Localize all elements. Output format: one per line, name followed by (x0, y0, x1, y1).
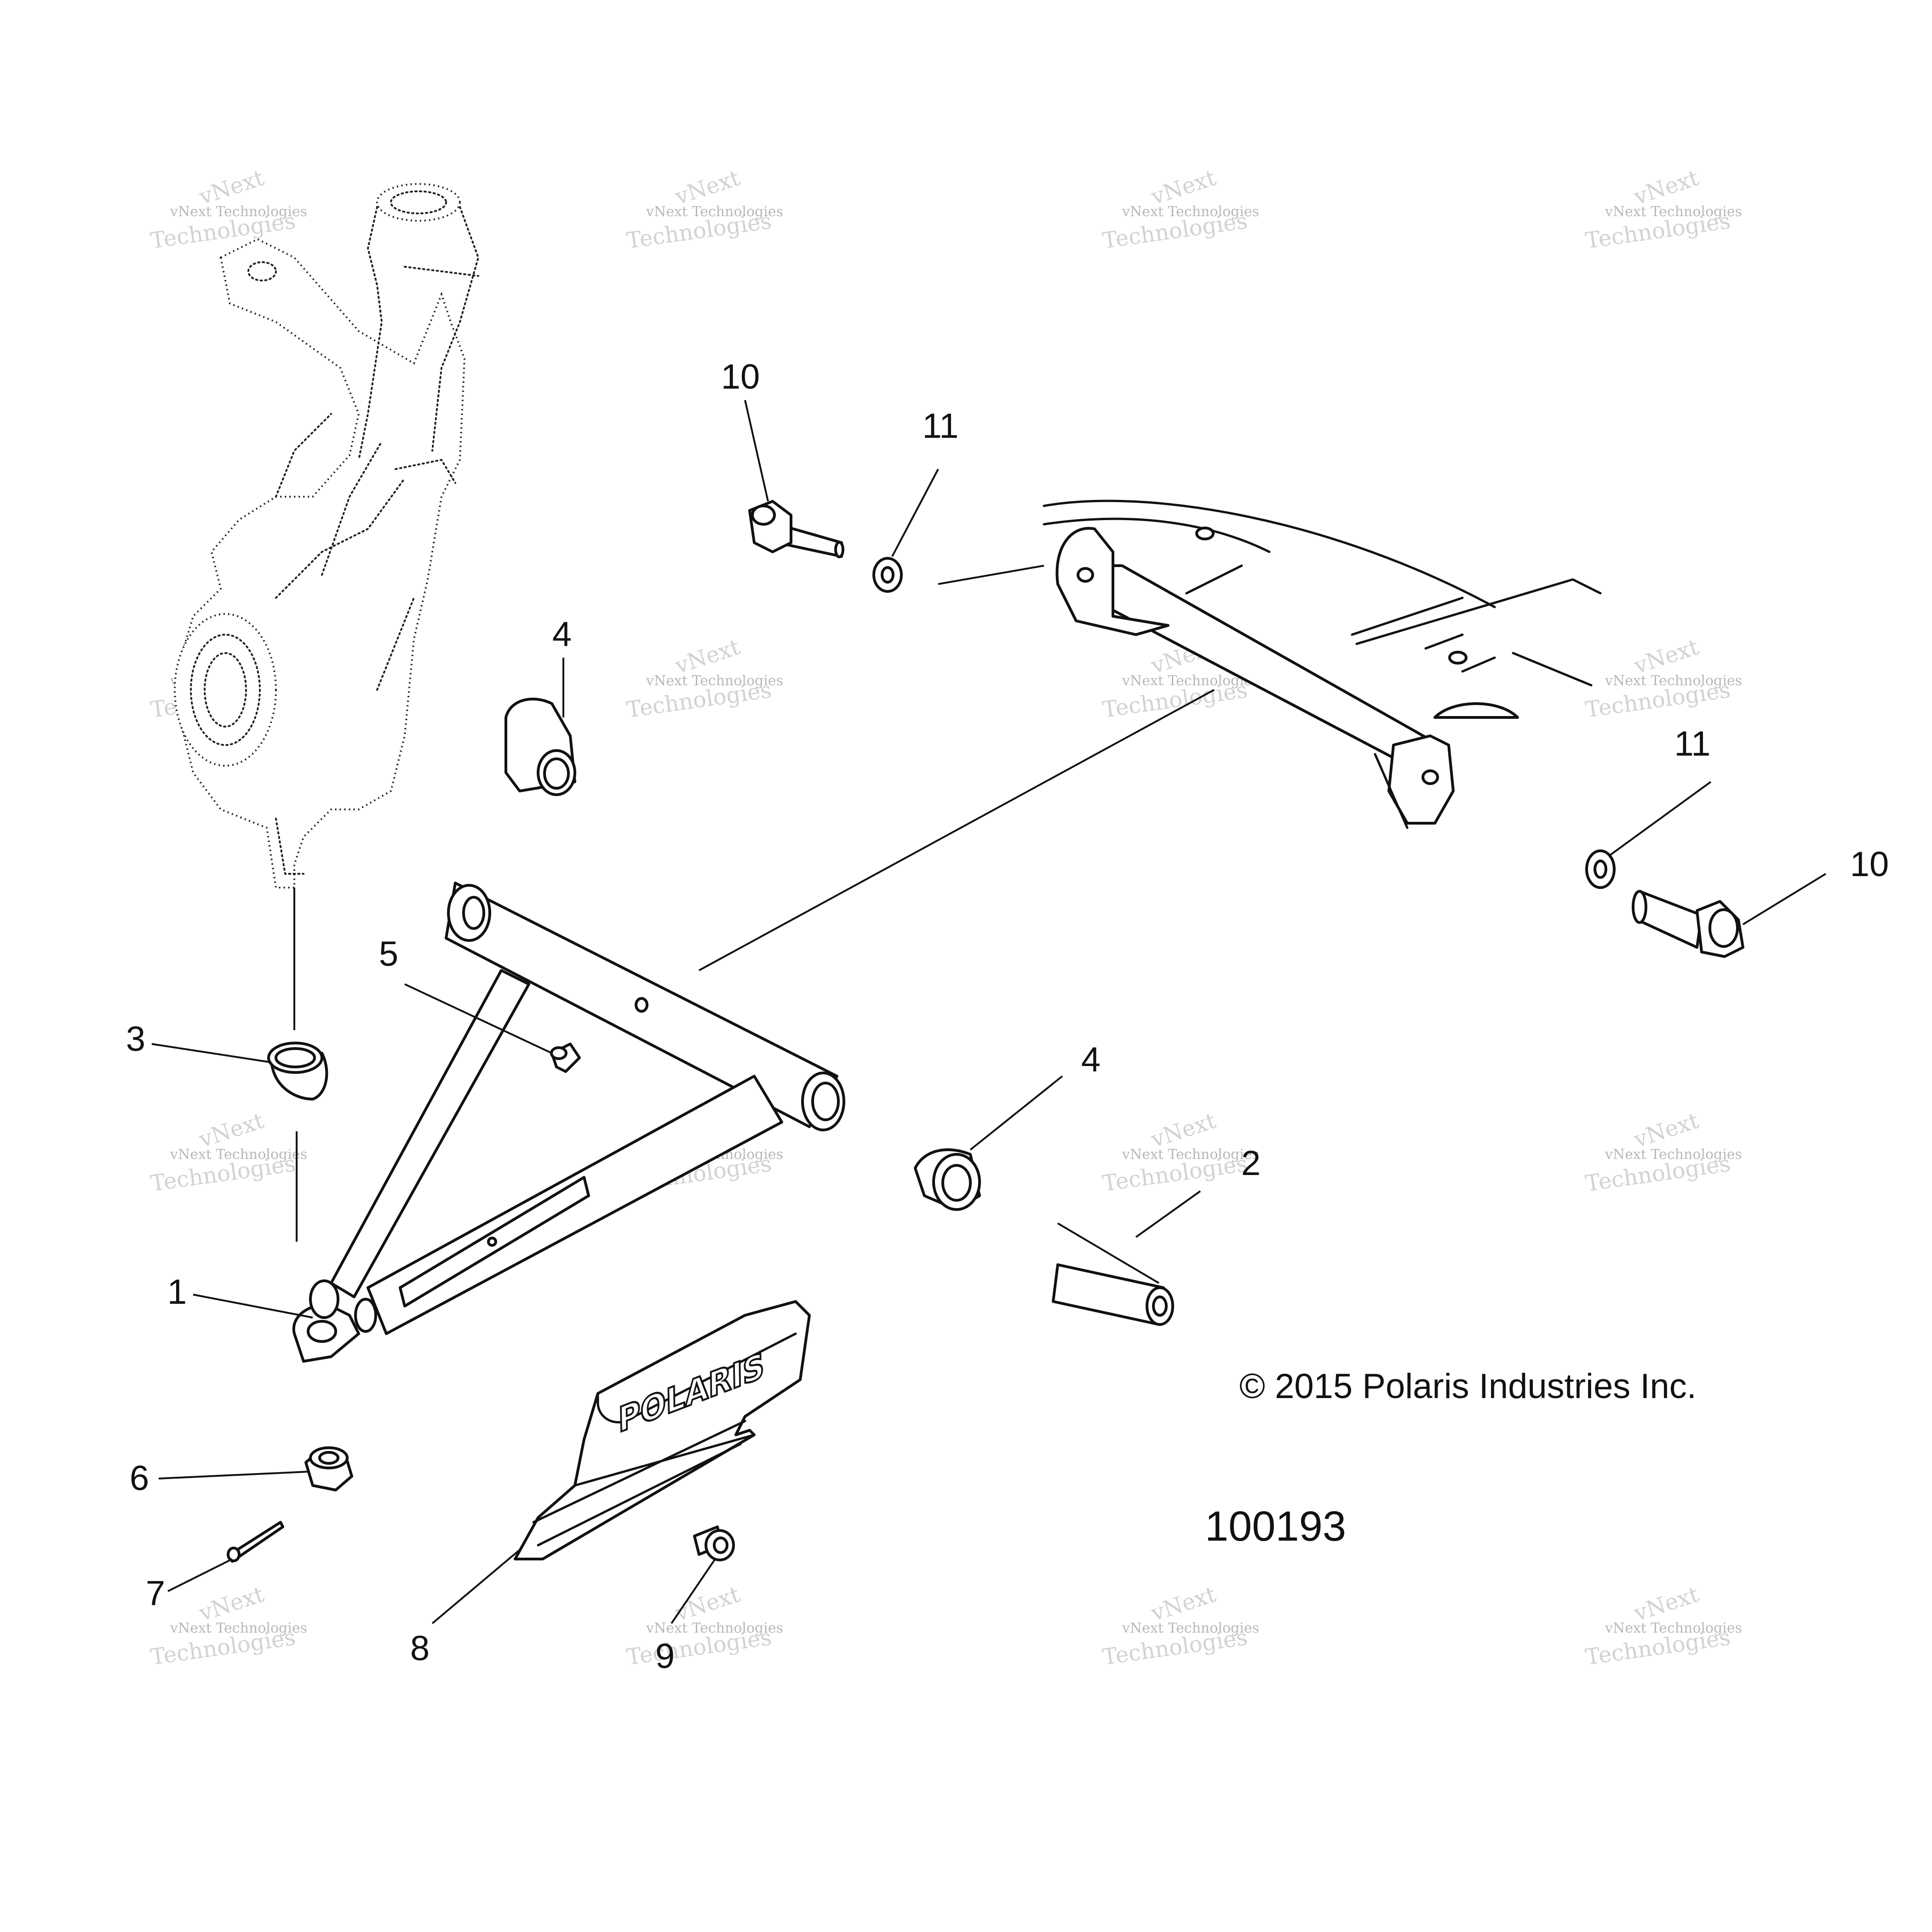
watermark-line: vNext Technologies (170, 1620, 307, 1636)
watermark-line: vNext Technologies (646, 673, 783, 689)
bolt-lower (1632, 890, 1744, 958)
bushing-upper (504, 698, 576, 796)
steering-knuckle (174, 183, 480, 889)
callout-9: 9 (655, 1637, 675, 1676)
pivot-shaft (1052, 1263, 1174, 1326)
watermark-line: vNext Technologies (1605, 673, 1742, 689)
figure-number: 100193 (1205, 1503, 1346, 1550)
skid-guard: POLARIS (514, 1300, 811, 1560)
callout-8: 8 (410, 1629, 430, 1668)
callout-2: 2 (1241, 1144, 1261, 1183)
watermark-line: vNext Technologies (646, 204, 783, 220)
callout-leaders (151, 400, 1827, 1624)
callout-7: 7 (146, 1574, 165, 1613)
watermark-line: vNext Technologies (1605, 1620, 1742, 1636)
callout-3: 3 (126, 1020, 145, 1059)
watermark-line: vNext Technologies (1122, 1620, 1259, 1636)
watermark-line: vNext Technologies (170, 1147, 307, 1163)
watermark-line: vNext Technologies (1605, 1147, 1742, 1163)
callout-4-upper: 4 (552, 615, 572, 654)
cotter-pin (227, 1521, 284, 1563)
callout-1: 1 (167, 1273, 187, 1312)
bolt-upper (748, 500, 844, 558)
castle-nut (304, 1446, 353, 1491)
watermark-line: vNext Technologies (1122, 1147, 1259, 1163)
watermark-line: vNext Technologies (1122, 204, 1259, 220)
callout-5: 5 (379, 934, 398, 974)
watermark-line: vNext Technologies (1605, 204, 1742, 220)
callout-10-lower: 10 (1850, 845, 1889, 884)
callout-4-lower: 4 (1081, 1040, 1101, 1079)
frame-crossmember (1043, 499, 1602, 829)
washer-lower (1585, 849, 1616, 889)
copyright-notice: © 2015 Polaris Industries Inc. (1239, 1367, 1697, 1406)
assembly-lines (293, 565, 1215, 1284)
watermark-line: vNext Technologies (170, 204, 307, 220)
callout-labels: 1 2 3 4 4 5 6 7 8 9 10 10 11 11 (126, 357, 1889, 1676)
washer-upper (872, 557, 903, 593)
callout-11-lower: 11 (1674, 724, 1711, 763)
grease-fitting (550, 1043, 581, 1073)
callout-11-upper: 11 (923, 407, 959, 446)
dust-cap (267, 1042, 328, 1101)
callout-10-upper: 10 (721, 357, 760, 396)
bushing-lower (914, 1148, 981, 1211)
callout-6: 6 (130, 1459, 149, 1498)
a-arm (292, 882, 845, 1363)
watermark-line: vNext Technologies (646, 1620, 783, 1636)
screw (693, 1525, 735, 1561)
